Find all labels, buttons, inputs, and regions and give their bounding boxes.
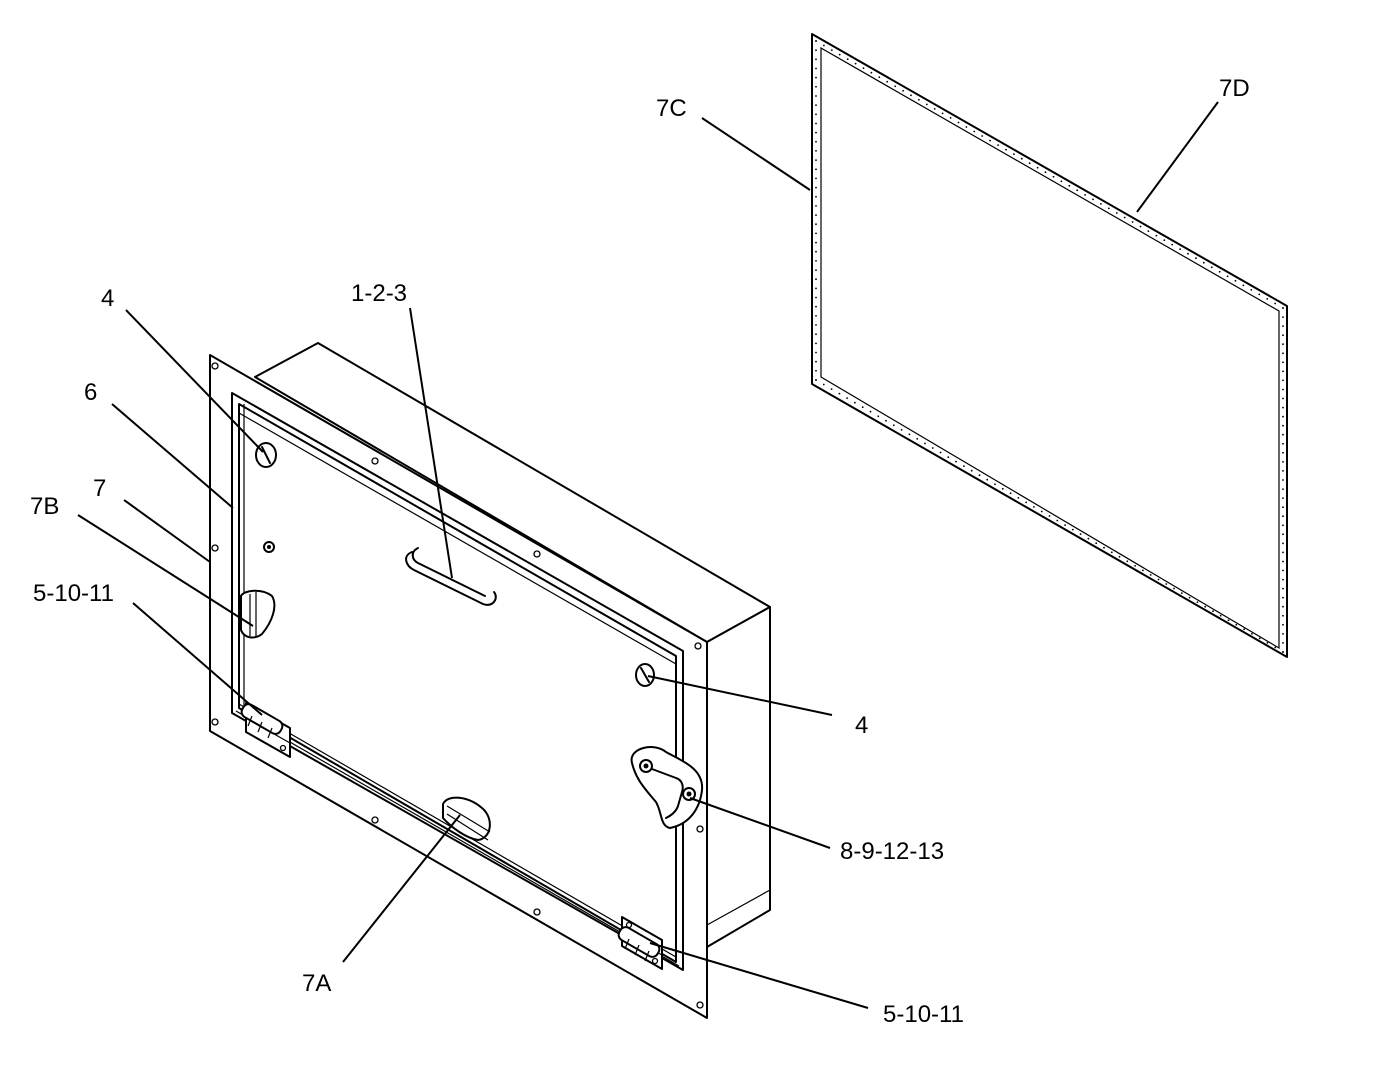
enclosure-right-side (706, 606, 771, 948)
leader-7 (123, 499, 211, 563)
callout-7a: 7A (302, 970, 331, 997)
leader-7b (77, 514, 254, 627)
callout-4-upper: 4 (101, 285, 114, 312)
leader-4-lower (647, 675, 833, 716)
filter-panel-outer (811, 33, 1288, 658)
hinge-upper (240, 702, 291, 758)
callout-7: 7 (93, 475, 106, 502)
flange-holes (211, 362, 704, 1009)
callout-1-2-3: 1-2-3 (351, 280, 407, 307)
filter-frame-perforations (815, 40, 1284, 653)
leader-1-2-3 (409, 307, 453, 579)
latch-lower-right (635, 663, 655, 687)
callout-7b: 7B (30, 493, 59, 520)
callout-labels: 4 1-2-3 6 7 7B 5-10-11 4 8-9-12-13 7A 5-… (30, 75, 1250, 1028)
callout-5-10-11-lower: 5-10-11 (883, 1001, 964, 1028)
leader-5-10-11-upper (132, 602, 263, 716)
gasket-cutaway-bottom (442, 796, 491, 841)
callout-7d: 7D (1219, 75, 1250, 102)
callout-5-10-11-upper: 5-10-11 (33, 580, 114, 607)
callout-8-9-12-13: 8-9-12-13 (840, 838, 944, 865)
hinge-lower (617, 916, 663, 970)
filter-panel (811, 33, 1288, 658)
leader-4-upper (125, 309, 264, 453)
ground-stud-upper (639, 759, 653, 773)
leader-8-9-12-13 (689, 797, 831, 849)
callout-7c: 7C (656, 95, 687, 122)
leader-7a (342, 814, 461, 963)
ground-strap (651, 768, 684, 819)
callout-4-lower: 4 (855, 712, 868, 739)
ground-stud-lower (682, 787, 696, 801)
leader-6 (111, 403, 234, 509)
leader-lines (77, 101, 1219, 1009)
filter-panel-inner (820, 46, 1280, 650)
leader-7d (1136, 101, 1219, 213)
door-handle (405, 551, 497, 606)
callout-6: 6 (84, 379, 97, 406)
stud-fastener (263, 541, 275, 553)
leader-7c (701, 117, 811, 191)
leader-5-10-11-lower (649, 942, 869, 1009)
enclosure-assembly (209, 342, 771, 1019)
gasket-cutaway-left (240, 589, 276, 639)
